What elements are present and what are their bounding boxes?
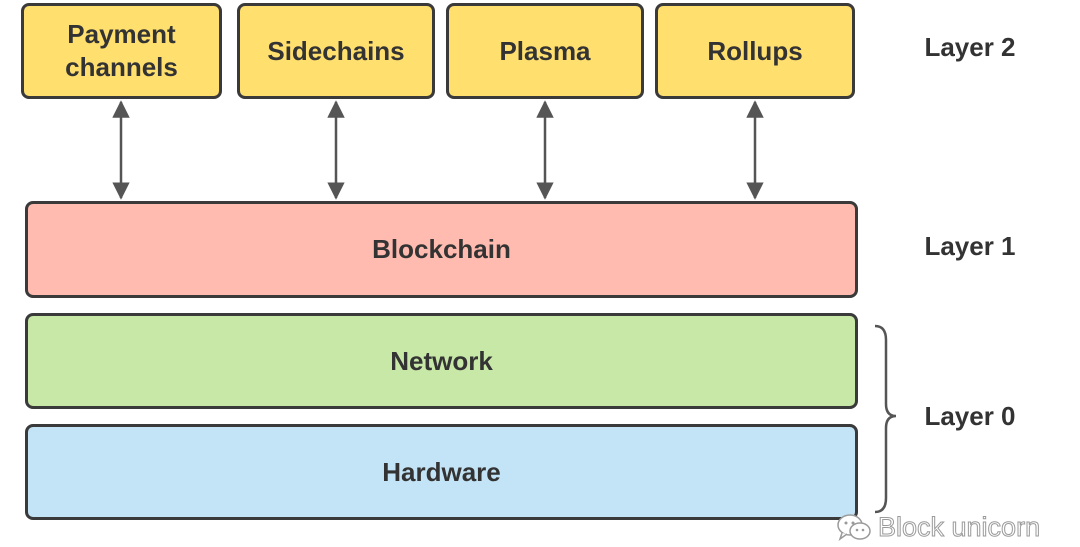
blockchain-box: Blockchain <box>25 201 858 298</box>
blockchain-label: Blockchain <box>372 234 511 264</box>
payment-channels-box: Payment channels <box>21 3 222 99</box>
layer-0-label: Layer 0 <box>924 401 1016 431</box>
layer-1-label: Layer 1 <box>924 231 1016 261</box>
plasma-box: Plasma <box>446 3 644 99</box>
watermark-text: Block unicorn <box>877 512 1041 543</box>
watermark: Block unicorn <box>836 512 1041 543</box>
layer-2-label: Layer 2 <box>924 32 1016 62</box>
rollups-box: Rollups <box>655 3 855 99</box>
payment-channels-label: Payment channels <box>65 19 178 82</box>
wechat-icon <box>837 513 871 541</box>
hardware-box: Hardware <box>25 424 858 520</box>
plasma-label: Plasma <box>499 35 591 66</box>
network-label: Network <box>390 345 493 376</box>
layer-0-brace <box>874 324 897 514</box>
hardware-label: Hardware <box>382 456 501 487</box>
rollups-label: Rollups <box>707 35 803 66</box>
sidechains-label: Sidechains <box>267 35 405 66</box>
network-box: Network <box>25 313 858 409</box>
sidechains-box: Sidechains <box>237 3 435 99</box>
